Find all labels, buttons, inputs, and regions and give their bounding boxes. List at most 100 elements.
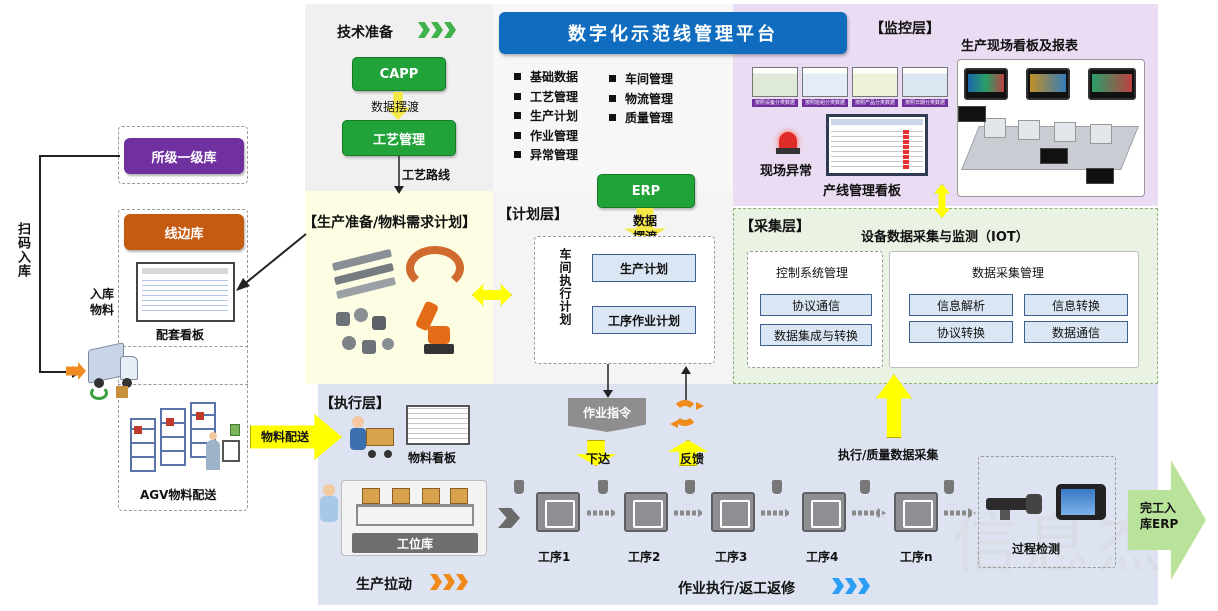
process-4-label: 工序4 — [806, 550, 839, 564]
capp-button[interactable]: CAPP — [352, 57, 446, 91]
process-mgmt-button[interactable]: 工艺管理 — [342, 120, 456, 156]
pull-label: 生产拉动 — [356, 577, 412, 593]
in-material-label: 入库物料 — [90, 287, 115, 317]
exec-quality-label: 执行/质量数据采集 — [838, 448, 939, 462]
line-board-screen — [826, 114, 928, 176]
prod-prep-zone — [305, 191, 493, 384]
module-item: 车间管理 — [609, 70, 673, 90]
erp-data-label: 数据 — [633, 214, 658, 228]
operator-icon — [318, 484, 340, 526]
protocol-comm-button[interactable]: 协议通信 — [760, 294, 872, 316]
scanner-icon — [860, 480, 870, 494]
flow-arrow — [674, 508, 704, 518]
alarm-label: 现场异常 — [760, 164, 813, 179]
flow-arrow — [944, 508, 976, 518]
process-4-icon — [802, 492, 846, 532]
chain-start-chevron — [498, 508, 520, 528]
collect-title: 【采集层】 — [740, 219, 810, 235]
module-item: 作业管理 — [514, 127, 578, 147]
material-board-screen — [406, 405, 470, 445]
feedback-label: 反馈 — [680, 452, 705, 466]
module-item: 基础数据 — [514, 68, 578, 88]
scanner-icon — [685, 480, 695, 494]
inspection-panel — [978, 456, 1116, 568]
scanner-icon — [944, 480, 954, 494]
control-system-title: 控制系统管理 — [776, 266, 849, 280]
inspection-tablet-icon — [1056, 484, 1106, 520]
report-thumb-1 — [752, 67, 798, 97]
divider-2 — [118, 384, 248, 385]
module-item: 物流管理 — [609, 90, 673, 110]
op-plan-button[interactable]: 工序作业计划 — [592, 306, 696, 334]
station-rack — [356, 504, 474, 526]
factory-floor-image — [957, 59, 1145, 197]
module-item: 质量管理 — [609, 109, 673, 129]
station-lib-button[interactable]: 工位库 — [352, 533, 478, 553]
process-1-icon — [536, 492, 580, 532]
level1-store-label: 所级一级库 — [151, 150, 217, 166]
platform-title: 数字化示范线管理平台 — [568, 24, 778, 45]
op-plan-label: 工序作业计划 — [607, 313, 680, 328]
work-order-doc: 作业指令 — [568, 398, 646, 432]
divider-1 — [118, 346, 248, 347]
info-parse-button[interactable]: 信息解析 — [909, 294, 1013, 316]
platform-title-banner: 数字化示范线管理平台 — [499, 12, 847, 54]
report-thumb-caption: 按照产品分类数据 — [852, 99, 898, 107]
issue-label: 下达 — [586, 452, 611, 466]
module-item: 生产计划 — [514, 107, 578, 127]
rework-label: 作业执行/返工返修 — [678, 581, 796, 597]
worker-cart-icon — [350, 412, 398, 460]
scan-in-label: 扫码入库 — [15, 222, 30, 278]
data-comm-button[interactable]: 数据通信 — [1024, 321, 1128, 343]
shelf-icon — [126, 396, 246, 480]
flow-arrow — [587, 508, 617, 518]
kit-board-screen — [136, 262, 235, 322]
capp-label: CAPP — [379, 66, 419, 82]
tech-prep-arrows-icon — [418, 22, 458, 38]
exec-title: 【执行层】 — [320, 396, 390, 412]
module-list-left: 基础数据 工艺管理 生产计划 作业管理 异常管理 — [514, 68, 578, 166]
prod-plan-button[interactable]: 生产计划 — [592, 254, 696, 282]
info-convert-button[interactable]: 信息转换 — [1024, 294, 1128, 316]
report-thumb-3 — [852, 67, 898, 97]
station-box-icon — [450, 488, 468, 504]
alarm-light-icon — [776, 128, 800, 154]
process-2-label: 工序2 — [628, 550, 661, 564]
report-thumb-caption: 按照班组分类数据 — [802, 99, 848, 107]
process-n-label: 工序n — [900, 550, 933, 564]
prod-plan-label: 生产计划 — [619, 261, 668, 276]
plan-to-exec-arrow — [603, 364, 613, 398]
prod-prep-title: 【生产准备/物料需求计划】 — [303, 215, 477, 231]
station-box-icon — [422, 488, 440, 504]
data-collect-title: 数据采集管理 — [972, 266, 1045, 280]
scanner-icon — [514, 480, 524, 494]
boards-title: 生产现场看板及报表 — [961, 39, 1079, 54]
route-arrow — [394, 156, 404, 194]
flow-arrow — [761, 508, 791, 518]
truck-icon — [62, 342, 142, 404]
station-lib-label: 工位库 — [396, 536, 433, 551]
process-n-icon — [894, 492, 938, 532]
flow-arrow — [852, 508, 886, 518]
scanner-icon — [772, 480, 782, 494]
erp-button[interactable]: ERP — [597, 174, 695, 208]
line-store-button[interactable]: 线边库 — [124, 214, 244, 250]
station-box-icon — [392, 488, 410, 504]
inspection-tool-icon — [986, 492, 1044, 520]
process-3-label: 工序3 — [715, 550, 748, 564]
level1-store-button[interactable]: 所级一级库 — [124, 138, 244, 174]
line-board-label: 产线管理看板 — [823, 184, 902, 199]
tech-prep-title: 技术准备 — [337, 25, 393, 41]
protocol-convert-button[interactable]: 协议转换 — [909, 321, 1013, 343]
data-sync-label: 数据摆渡 — [371, 100, 420, 114]
module-item: 工艺管理 — [514, 88, 578, 108]
module-item: 异常管理 — [514, 146, 578, 166]
complete-label: 完工入库ERP — [1140, 501, 1179, 531]
mes-plan-label: 车间执行计划 — [558, 248, 572, 326]
report-thumb-2 — [802, 67, 848, 97]
route-label: 工艺路线 — [402, 168, 451, 182]
material-board-label: 物料看板 — [408, 451, 457, 465]
kit-board-label: 配套看板 — [156, 328, 205, 342]
monitor-title: 【监控层】 — [870, 21, 940, 37]
data-integration-button[interactable]: 数据集成与转换 — [760, 324, 872, 346]
